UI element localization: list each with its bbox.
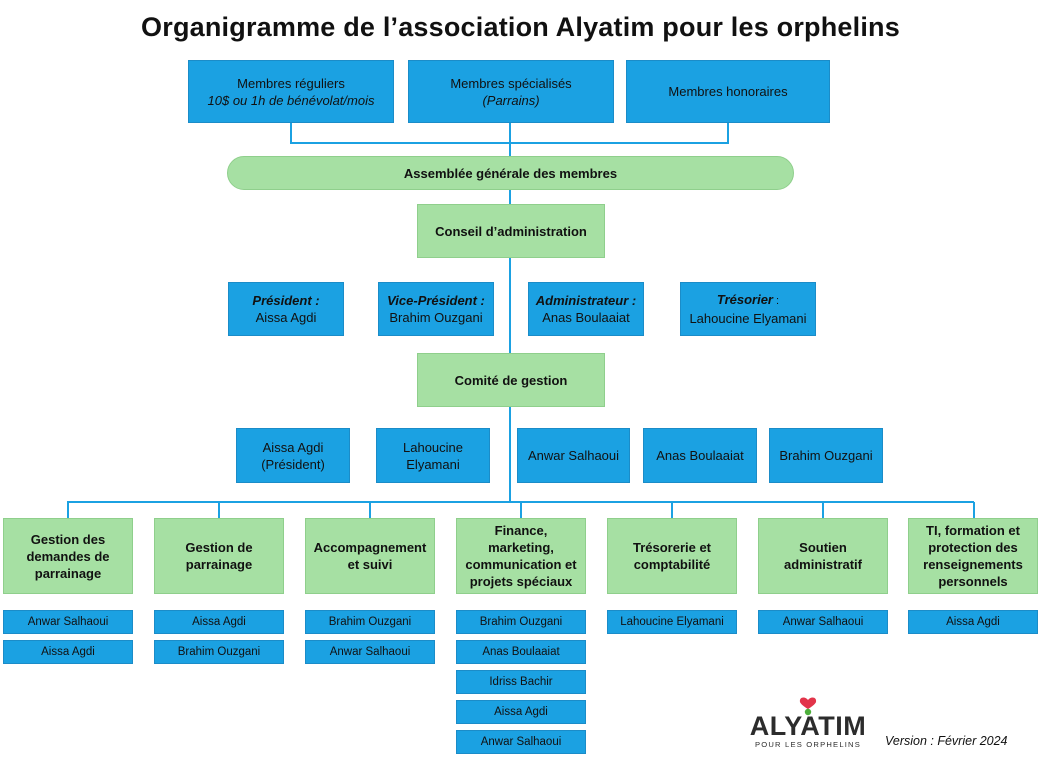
department-member-box: Brahim Ouzgani — [305, 610, 435, 634]
department-member-name: Aissa Agdi — [192, 616, 246, 628]
department-member-name: Brahim Ouzgani — [479, 616, 563, 628]
officer-vice-president-box: Vice-Président : Brahim Ouzgani — [378, 282, 494, 336]
chart-title: Organigramme de l’association Alyatim po… — [141, 12, 900, 42]
members-specialized-box: Membres spécialisés (Parrains) — [408, 60, 614, 123]
officer-treasurer-name: Lahoucine Elyamani — [689, 311, 807, 326]
committee-box: Comité de gestion — [417, 353, 605, 407]
members-specialized-label: Membres spécialisés — [450, 75, 572, 91]
committee-member-name: Anas Boulaaiat — [656, 448, 744, 463]
department-box: Gestion de parrainage — [154, 518, 284, 594]
department-box: Gestion des demandes de parrainage — [3, 518, 133, 594]
committee-member-name: Lahoucine — [403, 439, 463, 455]
department-box: Trésorerie et comptabilité — [607, 518, 737, 594]
officer-treasurer-role: Trésorier — [716, 292, 773, 307]
officer-vice-president-role: Vice-Président : — [387, 293, 485, 308]
members-regular-label: Membres réguliers — [237, 75, 345, 91]
department-member-box: Aissa Agdi — [3, 640, 133, 664]
department-member-name: Idriss Bachir — [489, 676, 553, 688]
department-member-name: Brahim Ouzgani — [328, 616, 412, 628]
general-assembly-label: Assemblée générale des membres — [403, 165, 618, 181]
department-label: Gestion des demandes de parrainage — [26, 531, 110, 581]
department-member-name: Anas Boulaaiat — [482, 646, 560, 658]
officer-vice-president-name: Brahim Ouzgani — [389, 310, 483, 325]
department-member-name: Anwar Salhaoui — [329, 646, 411, 658]
logo-wordmark: ALYATIM — [750, 711, 867, 741]
department-member-box: Lahoucine Elyamani — [607, 610, 737, 634]
department-member-box: Brahim Ouzgani — [154, 640, 284, 664]
version-label: Version : Février 2024 — [885, 734, 1008, 748]
officer-president-box: Président : Aissa Agdi — [228, 282, 344, 336]
department-label: Trésorerie et comptabilité — [632, 540, 712, 572]
department-label: Finance, marketing, communication et pro… — [465, 523, 577, 589]
department-member-name: Anwar Salhaoui — [480, 736, 562, 748]
department-box: Accompagnement et suivi — [305, 518, 435, 594]
heart-icon — [799, 697, 817, 709]
department-member-box: Anwar Salhaoui — [758, 610, 888, 634]
members-specialized-detail: (Parrains) — [482, 92, 540, 108]
alyatim-logo: ALYATIM POUR LES ORPHELINS — [750, 697, 867, 749]
committee-member-box: Lahoucine Elyamani — [376, 428, 490, 483]
department-label: Soutien administratif — [783, 540, 862, 572]
department-member-box: Anwar Salhaoui — [305, 640, 435, 664]
department-member-box: Aissa Agdi — [154, 610, 284, 634]
department-member-name: Aissa Agdi — [41, 646, 95, 658]
members-regular-box: Membres réguliers 10$ ou 1h de bénévolat… — [188, 60, 394, 123]
general-assembly-box: Assemblée générale des membres — [227, 156, 794, 190]
department-member-name: Aissa Agdi — [946, 616, 1000, 628]
committee-member-box: Aissa Agdi (Président) — [236, 428, 350, 483]
board-box: Conseil d’administration — [417, 204, 605, 258]
officer-treasurer-colon: : — [773, 295, 780, 307]
committee-member-box: Brahim Ouzgani — [769, 428, 883, 483]
committee-member-name: Anwar Salhaoui — [527, 448, 620, 463]
department-member-name: Brahim Ouzgani — [177, 646, 261, 658]
department-box: Soutien administratif — [758, 518, 888, 594]
committee-member-box: Anwar Salhaoui — [517, 428, 630, 483]
department-label: Gestion de parrainage — [185, 540, 253, 572]
officer-treasurer-box: Trésorier : Lahoucine Elyamani — [680, 282, 816, 336]
department-member-name: Lahoucine Elyamani — [620, 616, 724, 628]
department-box: Finance, marketing, communication et pro… — [456, 518, 586, 594]
department-member-box: Anwar Salhaoui — [3, 610, 133, 634]
department-label: Accompagnement et suivi — [313, 540, 427, 572]
members-honorary-label: Membres honoraires — [668, 84, 788, 99]
department-member-box: Idriss Bachir — [456, 670, 586, 694]
department-member-box: Anas Boulaaiat — [456, 640, 586, 664]
person-icon — [804, 708, 812, 716]
committee-member-box: Anas Boulaaiat — [643, 428, 757, 483]
members-regular-detail: 10$ ou 1h de bénévolat/mois — [207, 92, 375, 108]
department-member-name: Anwar Salhaoui — [27, 616, 109, 628]
members-honorary-box: Membres honoraires — [626, 60, 830, 123]
officer-president-role: Président : — [252, 293, 320, 308]
committee-member-name: Brahim Ouzgani — [779, 448, 873, 463]
officer-administrator-name: Anas Boulaaiat — [542, 310, 630, 325]
department-box: TI, formation et protection des renseign… — [908, 518, 1038, 594]
board-label: Conseil d’administration — [435, 223, 587, 239]
committee-member-role: (Président) — [261, 456, 325, 472]
committee-label: Comité de gestion — [454, 372, 568, 388]
department-member-name: Aissa Agdi — [494, 706, 548, 718]
department-label: TI, formation et protection des renseign… — [923, 523, 1023, 589]
officer-president-name: Aissa Agdi — [255, 310, 317, 325]
officer-administrator-box: Administrateur : Anas Boulaaiat — [528, 282, 644, 336]
logo-tagline: POUR LES ORPHELINS — [755, 740, 861, 749]
department-member-box: Aissa Agdi — [456, 700, 586, 724]
department-member-box: Anwar Salhaoui — [456, 730, 586, 754]
department-member-name: Anwar Salhaoui — [782, 616, 864, 628]
department-member-box: Brahim Ouzgani — [456, 610, 586, 634]
committee-member-name: Aissa Agdi — [262, 439, 324, 455]
committee-member-name-cont: Elyamani — [406, 456, 460, 472]
department-member-box: Aissa Agdi — [908, 610, 1038, 634]
officer-administrator-role: Administrateur : — [535, 293, 637, 308]
